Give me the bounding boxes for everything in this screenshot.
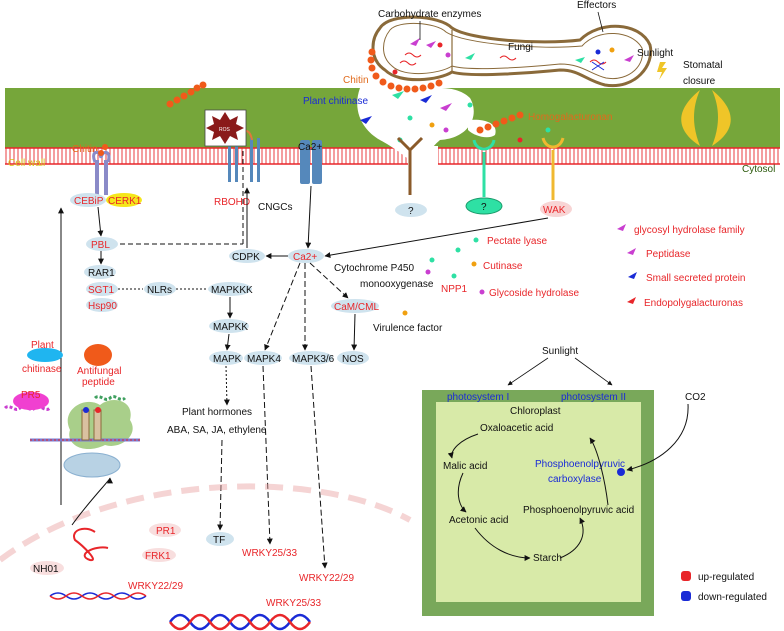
effectors-in-wall [360, 91, 551, 143]
nucleus-envelope [0, 483, 412, 563]
nucleus-genes: PR1 TF FRK1 WRKY25/33 NH01 WRKY22/29 WRK… [30, 523, 354, 631]
label-wrky2229-right: WRKY22/29 [299, 573, 354, 584]
plasma-membrane [5, 148, 780, 164]
label-mapkkk: MAPKKK [211, 285, 253, 296]
label-question-2: ? [481, 202, 487, 213]
label-cell-wall: Cell wall [8, 158, 45, 169]
label-cerk1: CERK1 [108, 196, 142, 207]
legend-down-regulated: down-regulated [698, 592, 767, 603]
label-pr1: PR1 [156, 526, 176, 537]
label-nos: NOS [342, 354, 364, 365]
legend-glycosyl-hydrolase: glycosyl hydrolase family [634, 225, 745, 236]
label-question-1: ? [408, 206, 414, 217]
label-oxaloacetic: Oxaloacetic acid [480, 423, 553, 434]
label-pectate-lyase: Pectate lyase [487, 236, 547, 247]
label-pep-acid: Phosphoenolpyruvic acid [523, 505, 634, 516]
label-hormone-list: ABA, SA, JA, ethylene [167, 425, 267, 436]
label-sgt1: SGT1 [88, 285, 115, 296]
label-npp1: NPP1 [441, 284, 468, 295]
label-starch: Starch [533, 553, 562, 564]
label-chitin-top: Chitin [343, 75, 369, 86]
label-pbl: PBL [91, 240, 110, 251]
label-fungi: Fungi [508, 42, 533, 53]
label-wak: WAK [543, 205, 566, 216]
label-pep-carb-1: Phosphoenolpyruvic [535, 459, 625, 470]
wak-receptor: WAK [540, 137, 572, 217]
cebip-cerk1-receptor: CEBiP CERK1 [70, 144, 142, 207]
label-cyp-1: Cytochrome P450 [334, 263, 414, 274]
label-stomatal: Stomatal [683, 60, 722, 71]
label-nlrs: NLRs [147, 285, 172, 296]
label-virulence-factor: Virulence factor [373, 323, 443, 334]
label-sunlight-chloro: Sunlight [542, 346, 578, 357]
label-malic: Malic acid [443, 461, 487, 472]
translation-complex: Plant chitinase Antifungal peptide PR5 [3, 340, 140, 526]
label-acetonic: Acetonic acid [449, 515, 508, 526]
label-nh01: NH01 [33, 564, 59, 575]
cngc-channel: Ca2+ CNGCs [258, 140, 322, 213]
label-mapk4: MAPK4 [247, 354, 281, 365]
label-wrky2533-bottom: WRKY25/33 [266, 598, 321, 609]
label-co2: CO2 [685, 392, 706, 403]
legend-peptidase: Peptidase [646, 249, 691, 260]
effector-legend: glycosyl hydrolase family Peptidase Smal… [617, 224, 746, 309]
label-cutinase: Cutinase [483, 261, 523, 272]
rbohd-channel: ROS RBOHD [204, 109, 260, 208]
pathogen-factors: Cytochrome P450 monooxygenase Pectate ly… [334, 236, 579, 334]
homogalacturonan-chain [476, 111, 524, 134]
label-sunlight-top: Sunlight [637, 48, 673, 59]
label-tf: TF [213, 535, 225, 546]
label-ca2-mid: Ca2+ [293, 252, 317, 263]
label-photosystem-2: photosystem II [561, 392, 626, 403]
label-rbohd: RBOHD [214, 197, 250, 208]
label-plant-chitinase-left2: chitinase [22, 364, 62, 375]
label-ca2-top: Ca2+ [298, 142, 322, 153]
label-camcml: CaM/CML [334, 302, 379, 313]
green-receptor: ? [465, 139, 503, 215]
label-glycoside-hydrolase: Glycoside hydrolase [489, 288, 579, 299]
label-photosystem-1: photosystem I [447, 392, 509, 403]
legend-up-regulated: up-regulated [698, 572, 754, 583]
label-chitin-left: Chitin [72, 144, 98, 155]
brown-receptor: ? [395, 136, 427, 217]
fungus [371, 15, 653, 88]
label-antifungal-1: Antifungal [77, 366, 121, 377]
label-mapk36: MAPK3/6 [292, 354, 335, 365]
label-plant-chitinase-top: Plant chitinase [303, 96, 368, 107]
label-wrky2229-left: WRKY22/29 [128, 581, 183, 592]
label-homogalacturonan: Homogalacturonan [528, 112, 613, 123]
chloroplast: Sunlight photosystem I photosystem II CO… [422, 346, 706, 616]
label-cdpk: CDPK [232, 252, 260, 263]
sunlight-bolt-icon [657, 62, 667, 80]
legend-small-secreted-protein: Small secreted protein [646, 273, 746, 284]
label-rar1: RAR1 [88, 268, 115, 279]
label-pep-carb-2: carboxylase [548, 474, 602, 485]
label-mapk: MAPK [213, 354, 242, 365]
label-chloroplast: Chloroplast [510, 406, 561, 417]
label-cebip: CEBiP [74, 196, 104, 207]
label-frk1: FRK1 [145, 551, 171, 562]
label-plant-chitinase-left1: Plant [31, 340, 54, 351]
legend-endopolygalacturonas: Endopolygalacturonas [644, 298, 743, 309]
stomata [681, 90, 731, 146]
chitin-chain-fungus [367, 48, 443, 93]
label-effectors: Effectors [577, 0, 616, 11]
label-antifungal-2: peptide [82, 377, 115, 388]
label-closure: closure [683, 76, 716, 87]
regulation-legend: up-regulated down-regulated [681, 571, 767, 603]
label-cytosol: Cytosol [742, 164, 775, 175]
label-wrky2533-mid: WRKY25/33 [242, 548, 297, 559]
label-plant-hormones: Plant hormones [182, 407, 252, 418]
label-hsp90: Hsp90 [88, 301, 117, 312]
label-mapkk: MAPKK [213, 322, 248, 333]
chitin-chain-free [166, 81, 207, 108]
label-ros: ROS [219, 127, 231, 133]
label-cyp-2: monooxygenase [360, 279, 434, 290]
label-cngcs: CNGCs [258, 202, 292, 213]
label-pr5: PR5 [21, 390, 41, 401]
signaling-pathway: PBL CDPK Ca2+ RAR1 SGT1 Hsp90 NLRs MAPKK… [58, 148, 549, 569]
label-carbohydrate-enzymes: Carbohydrate enzymes [378, 9, 481, 20]
